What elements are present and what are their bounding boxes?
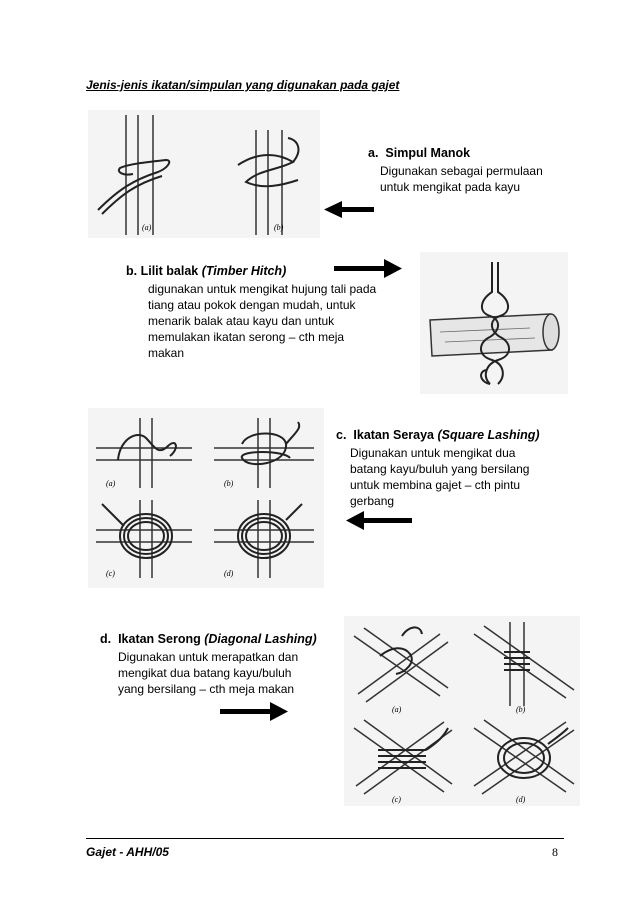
fig-d-label-b: (b): [516, 705, 526, 714]
section-d-title: d. Ikatan Serong (Diagonal Lashing): [100, 632, 317, 646]
ikatan-serong-illustration: (a) (b) (c) (d): [344, 616, 580, 806]
section-a-desc: Digunakan sebagai permulaan untuk mengik…: [380, 163, 543, 195]
arrow-right-icon: [334, 258, 404, 280]
section-a-title: a. Simpul Manok: [368, 146, 470, 160]
simpul-manok-illustration: (a) (b): [88, 110, 320, 238]
lilit-balak-illustration: [420, 252, 568, 394]
arrow-left-icon: [346, 510, 414, 532]
arrow-left-icon: [324, 200, 376, 220]
footer-rule: [86, 838, 564, 839]
footer-doc-code: Gajet - AHH/05: [86, 845, 169, 859]
fig-d-label-a: (a): [392, 705, 402, 714]
section-b-title: b. Lilit balak (Timber Hitch): [126, 264, 286, 278]
fig-a-label-b: (b): [274, 223, 284, 232]
page-number: 8: [552, 845, 558, 860]
section-c-title: c. Ikatan Seraya (Square Lashing): [336, 428, 540, 442]
fig-d-label-c: (c): [392, 795, 401, 804]
fig-d-label-d: (d): [516, 795, 526, 804]
fig-c-label-d: (d): [224, 569, 234, 578]
fig-c-label-b: (b): [224, 479, 234, 488]
ikatan-seraya-illustration: (a) (b) (c) (d): [88, 408, 324, 588]
fig-c-label-c: (c): [106, 569, 115, 578]
section-c-desc: Digunakan untuk mengikat dua batang kayu…: [350, 445, 529, 509]
fig-c-label-a: (a): [106, 479, 116, 488]
page-heading: Jenis-jenis ikatan/simpulan yang digunak…: [86, 78, 399, 92]
fig-a-label-a: (a): [142, 223, 152, 232]
section-d-desc: Digunakan untuk merapatkan dan mengikat …: [118, 649, 298, 697]
section-b-desc: digunakan untuk mengikat hujung tali pad…: [148, 281, 376, 361]
arrow-right-icon: [220, 701, 290, 723]
